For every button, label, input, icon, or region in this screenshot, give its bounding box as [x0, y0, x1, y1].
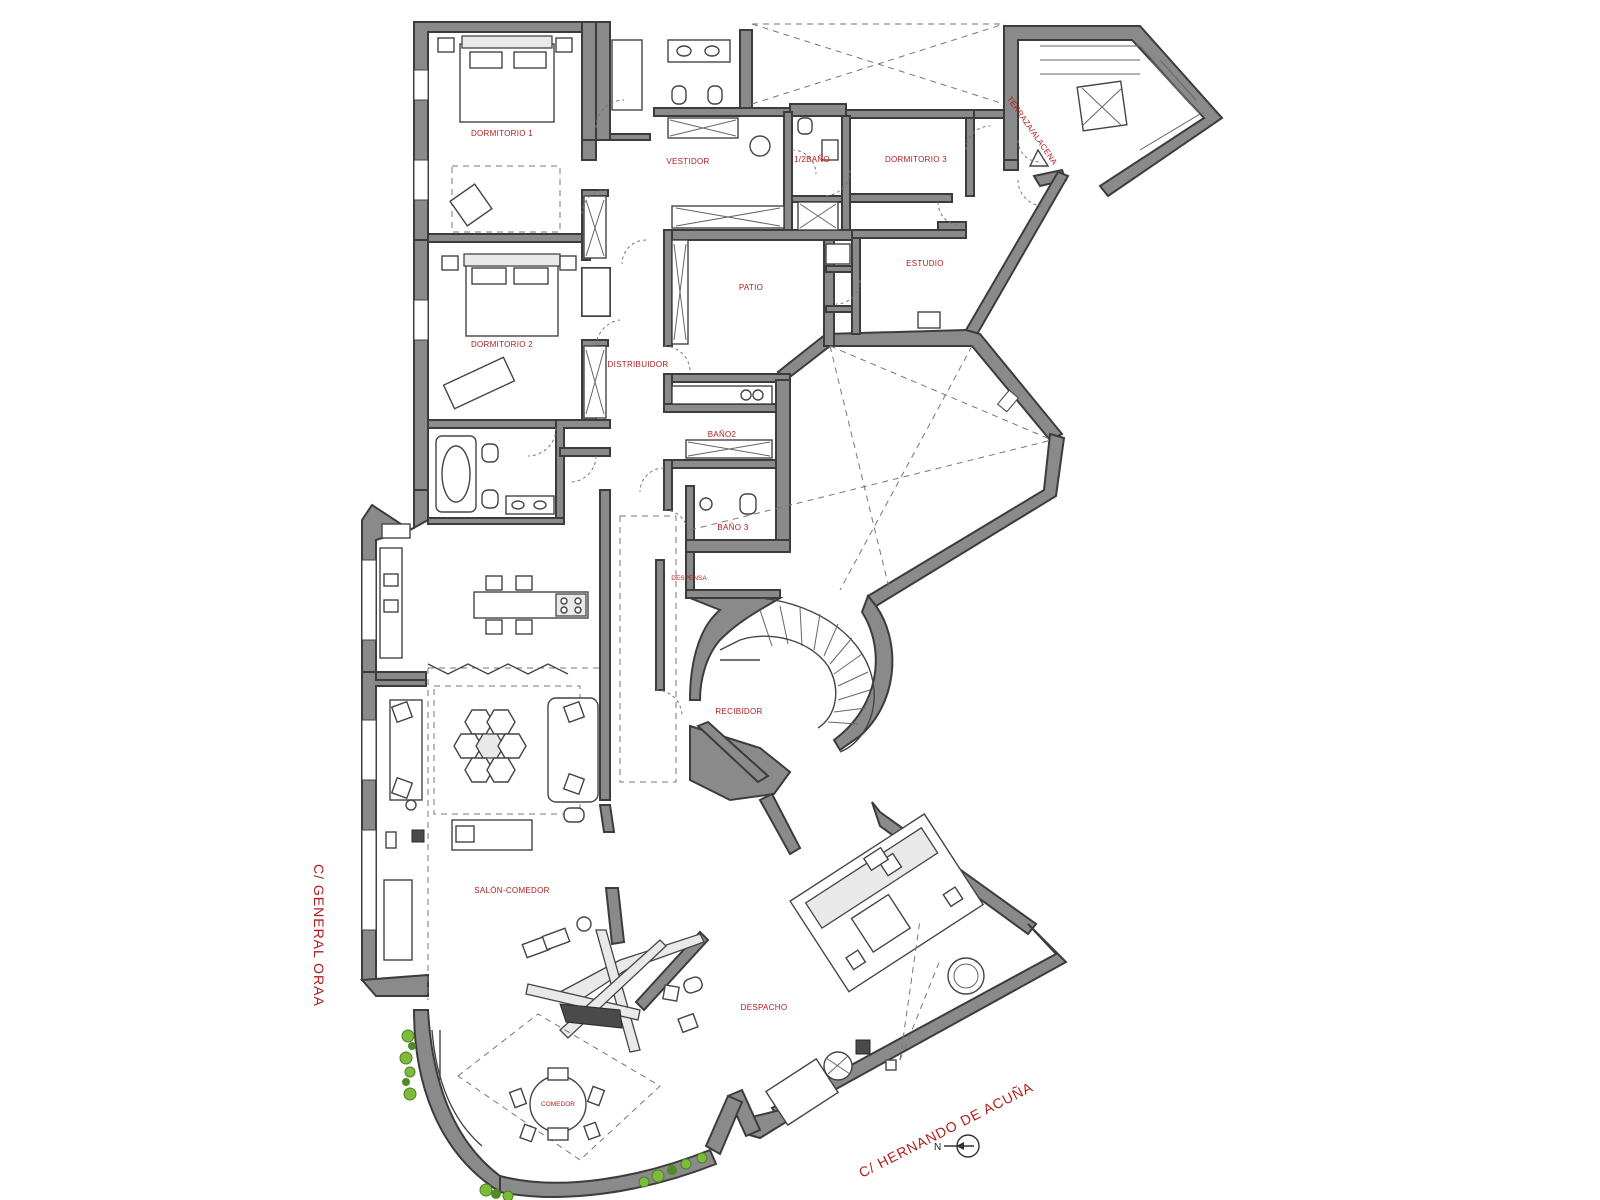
label-dormitorio-1: DORMITORIO 1 — [471, 129, 533, 138]
label-distribuidor: DISTRIBUIDOR — [608, 360, 669, 369]
label-comedor: COMEDOR — [541, 1101, 575, 1108]
hex-coffee-table — [453, 709, 527, 783]
street-label-south: C/ HERNANDO DE ACUÑA — [856, 1079, 1036, 1181]
hidden-lines — [427, 23, 1053, 1000]
label-patio: PATIO — [739, 283, 763, 292]
label-despacho: DESPACHO — [741, 1003, 788, 1012]
interior-walls — [375, 21, 1005, 1012]
sculptural-table — [525, 929, 705, 1053]
door-swings — [527, 99, 1045, 717]
label-estudio: ESTUDIO — [906, 259, 944, 268]
spiral-staircase — [719, 597, 875, 753]
label-despensa: DESPENSA — [671, 575, 707, 582]
label-dormitorio-3: DORMITORIO 3 — [885, 155, 947, 164]
north-arrow-icon: N — [934, 1134, 980, 1158]
furniture — [379, 35, 1201, 1161]
label-bano-3: BAÑO 3 — [717, 523, 748, 532]
label-vestidor: VESTIDOR — [666, 157, 709, 166]
label-dormitorio-2: DORMITORIO 2 — [471, 340, 533, 349]
label-salon-comedor: SALÓN-COMEDOR — [474, 886, 549, 895]
label-medio-bano: 1/2BAÑO — [794, 155, 830, 164]
planters — [399, 1029, 708, 1200]
north-label: N — [934, 1142, 941, 1153]
street-label-west: C/ GENERAL ORAA — [311, 864, 327, 1007]
label-bano-2: BAÑO2 — [708, 430, 737, 439]
label-recibidor: RECIBIDOR — [715, 707, 762, 716]
